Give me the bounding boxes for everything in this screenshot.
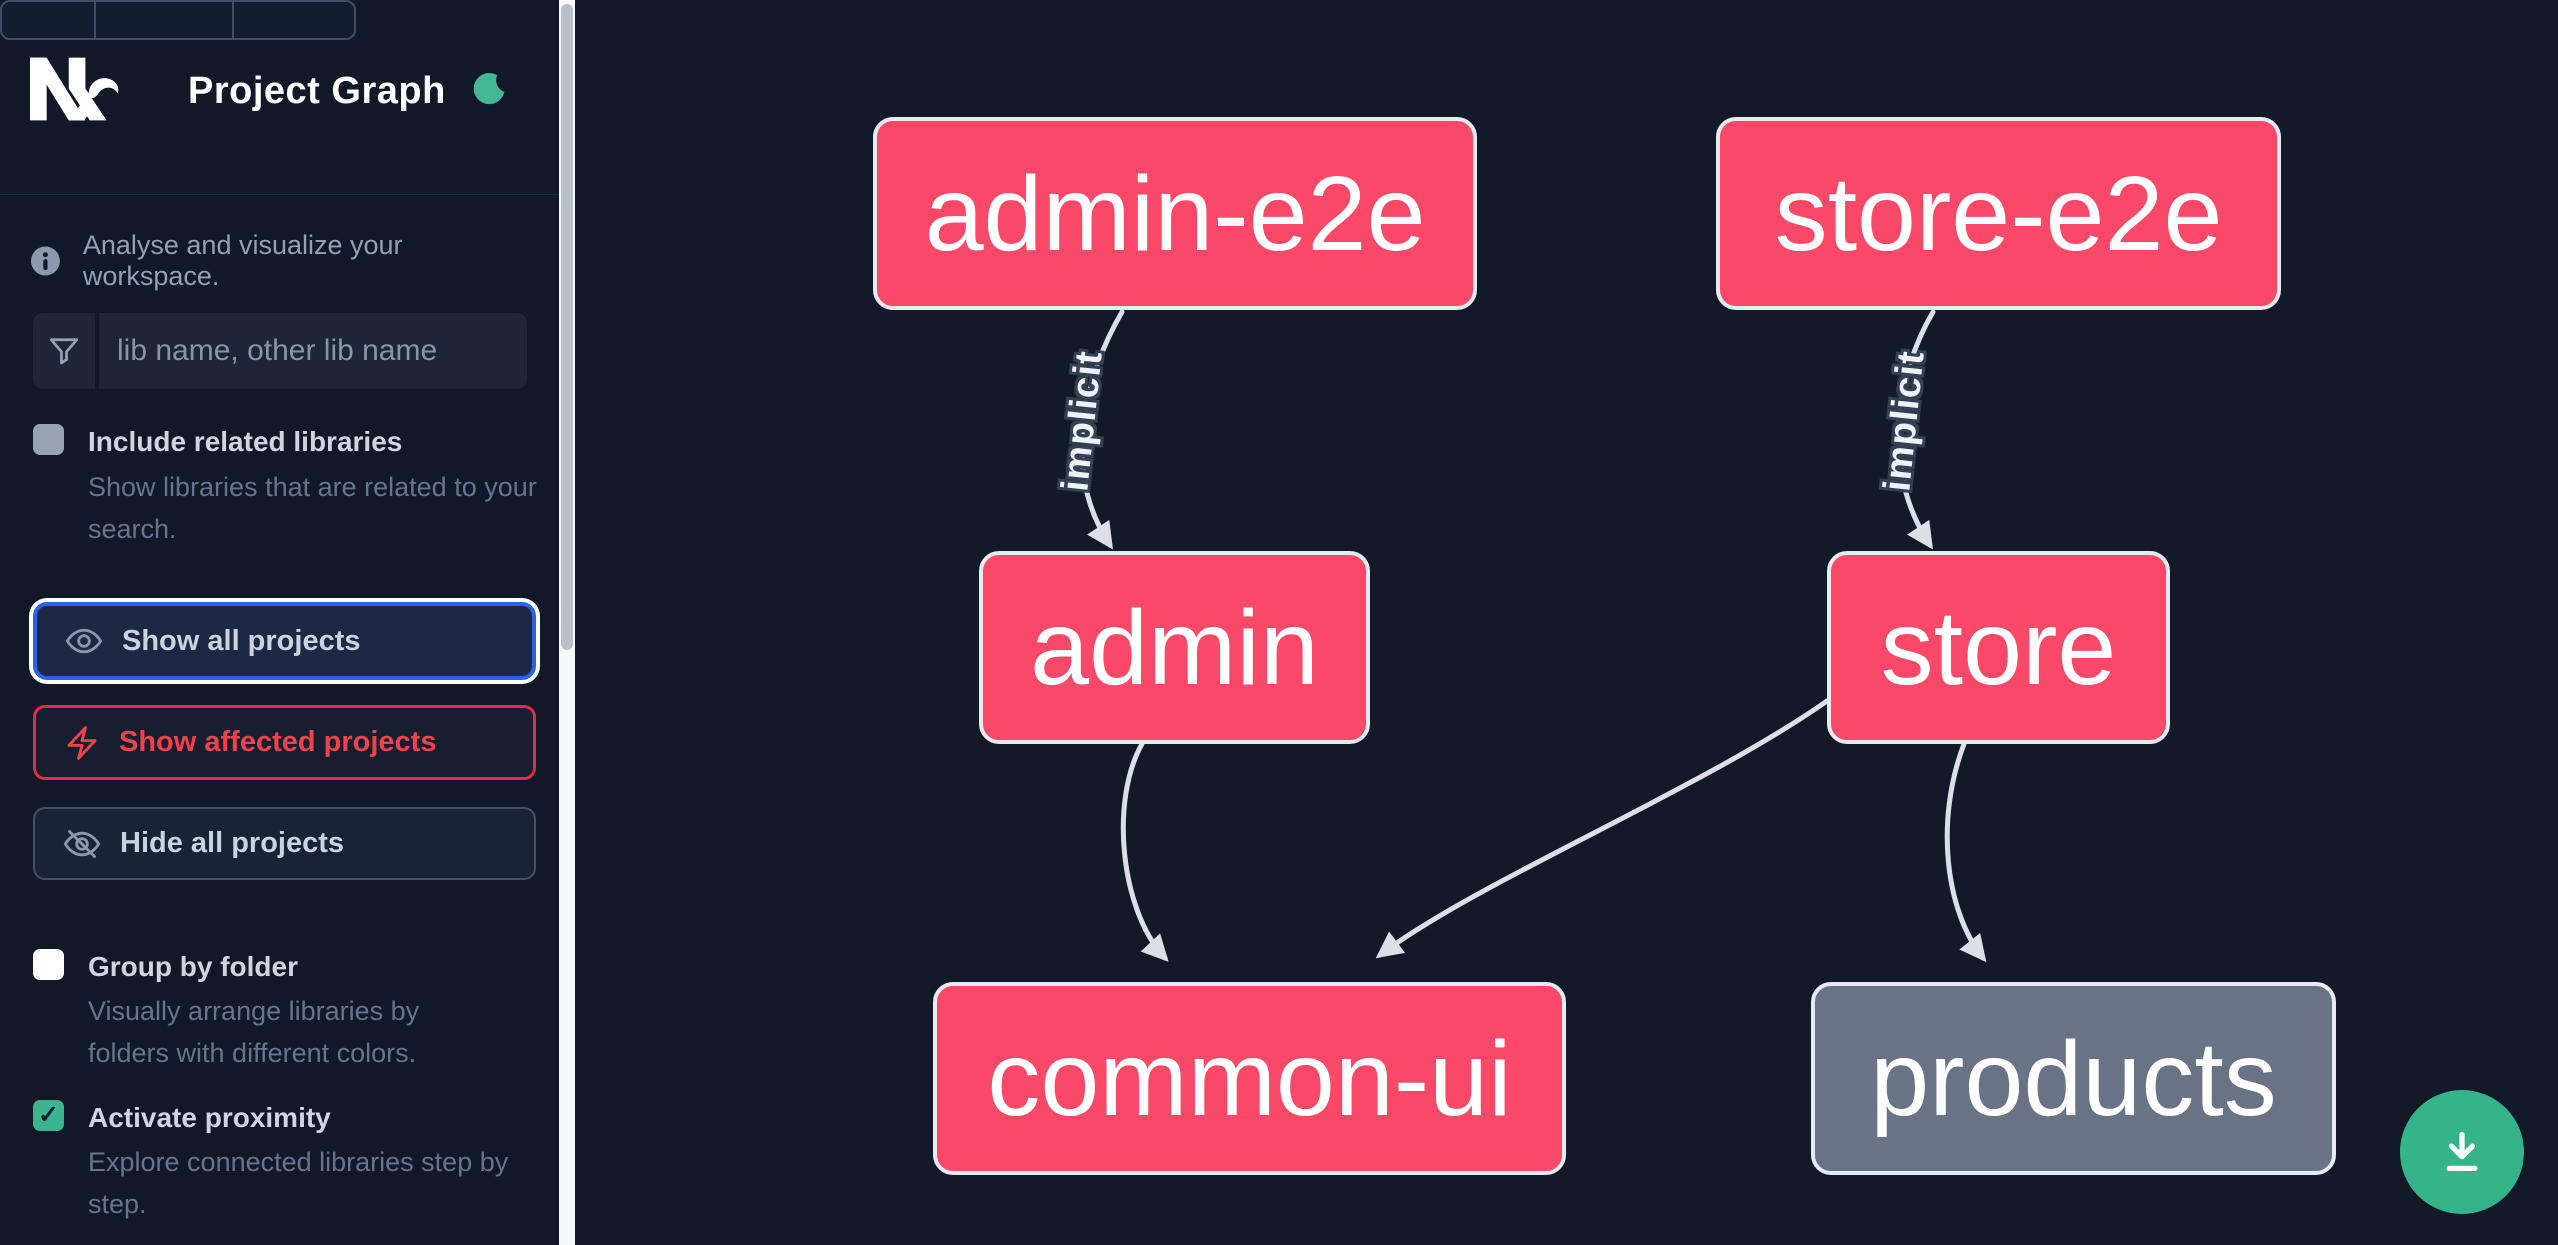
sidebar-scrollbar-track[interactable]: [559, 0, 575, 1245]
eye-off-icon: [63, 829, 101, 858]
show-affected-projects-label: Show affected projects: [119, 726, 437, 758]
group-by-folder-description: Visually arrange libraries by folders wi…: [88, 996, 420, 1068]
group-by-folder-label: Group by folder: [88, 951, 298, 982]
graph-edges-layer: [1079, 309, 1987, 963]
header-divider: [0, 194, 559, 195]
download-icon: [2446, 1131, 2478, 1171]
include-related-description: Show libraries that are related to your …: [88, 472, 537, 544]
search-bar: [33, 313, 527, 389]
show-all-projects-label: Show all projects: [122, 624, 361, 657]
graph-node-store[interactable]: store: [1827, 551, 2170, 744]
sidebar-scrollbar-thumb[interactable]: [561, 4, 573, 650]
bolt-icon: [67, 725, 97, 760]
nx-logo-icon: [30, 57, 119, 121]
activate-proximity-description: Explore connected libraries step by step…: [88, 1147, 509, 1219]
page-title: Project Graph: [188, 70, 446, 112]
proximity-increment-segment[interactable]: [234, 2, 354, 38]
tagline-text: Analyse and visualize your workspace.: [82, 230, 403, 291]
activate-proximity-checkbox[interactable]: ✓: [33, 1100, 64, 1131]
edge-store-to-common-ui[interactable]: [1375, 698, 1830, 959]
include-related-checkbox[interactable]: [33, 424, 64, 455]
moon-icon[interactable]: [470, 68, 510, 108]
checkmark-icon: ✓: [38, 1101, 59, 1129]
download-graph-button[interactable]: [2400, 1090, 2524, 1214]
graph-node-common-ui[interactable]: common-ui: [933, 982, 1566, 1175]
proximity-depth-control[interactable]: [0, 0, 356, 40]
graph-node-products[interactable]: products: [1811, 982, 2336, 1175]
filter-funnel-icon: [33, 313, 95, 389]
search-input[interactable]: [99, 334, 527, 368]
proximity-decrement-segment[interactable]: [2, 2, 96, 38]
graph-canvas[interactable]: implicit implicit admin-e2e store-e2e ad…: [575, 0, 2558, 1245]
hide-all-projects-label: Hide all projects: [120, 827, 345, 859]
graph-node-admin-e2e[interactable]: admin-e2e: [873, 117, 1477, 310]
group-by-folder-checkbox[interactable]: [33, 949, 64, 980]
search-field: [99, 313, 527, 389]
info-icon: [30, 246, 60, 276]
activate-proximity-label: Activate proximity: [88, 1102, 331, 1133]
graph-node-store-e2e[interactable]: store-e2e: [1716, 117, 2281, 310]
proximity-value-segment: [96, 2, 235, 38]
sidebar: Project Graph Analyse and visualize your…: [0, 0, 559, 1245]
edge-admin-e2e-to-admin[interactable]: [1079, 309, 1125, 550]
edge-admin-to-common-ui[interactable]: [1120, 741, 1169, 962]
hide-all-projects-button[interactable]: Hide all projects: [33, 807, 536, 880]
include-related-label: Include related libraries: [88, 426, 403, 457]
workspace-info-row: Analyse and visualize your workspace.: [30, 230, 530, 292]
show-affected-projects-button[interactable]: Show affected projects: [33, 705, 536, 780]
edge-store-e2e-to-store[interactable]: [1896, 309, 1936, 550]
edge-store-to-products[interactable]: [1944, 741, 1987, 963]
eye-icon: [65, 628, 103, 654]
show-all-projects-button[interactable]: Show all projects: [33, 602, 536, 680]
graph-node-admin[interactable]: admin: [979, 551, 1370, 744]
